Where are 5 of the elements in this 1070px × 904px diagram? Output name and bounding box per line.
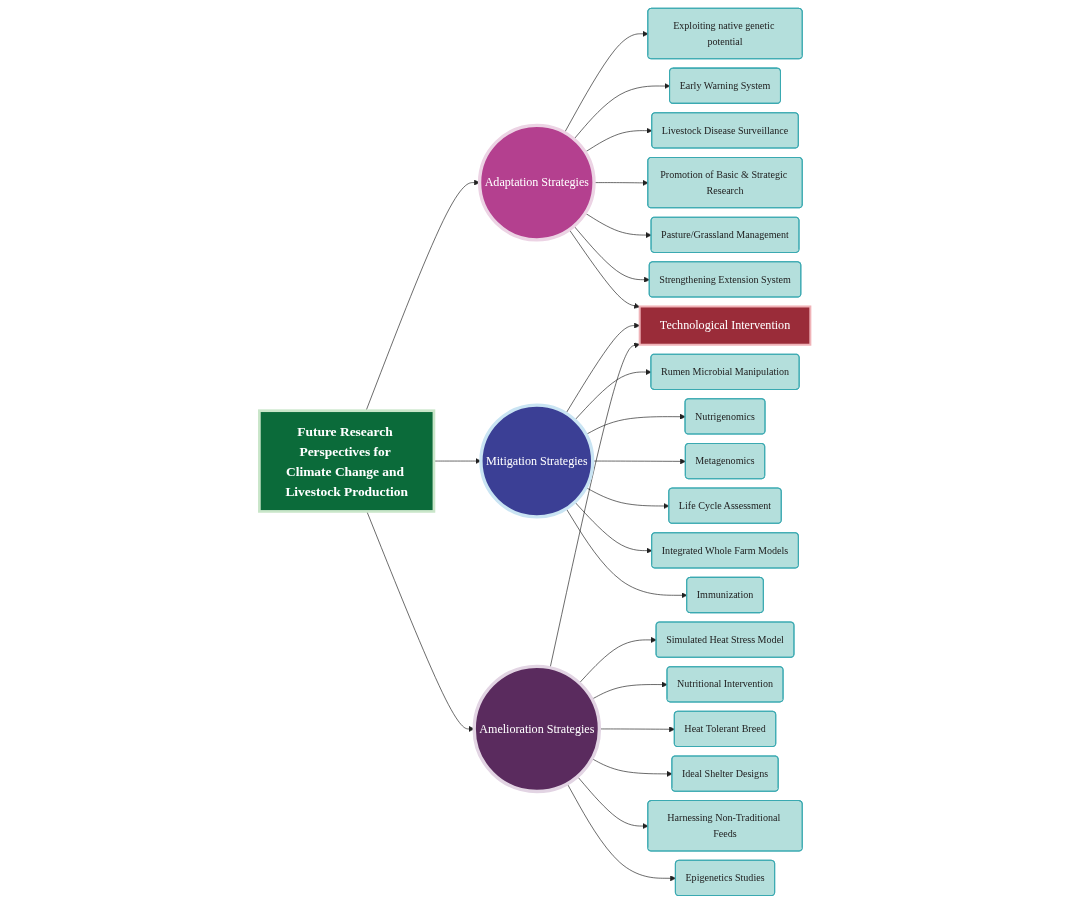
node-box: Future Research Perspectives for Climate Change and Livestock Production <box>258 409 436 513</box>
node-circle: Adaptation Strategies <box>478 123 596 242</box>
node-circle: Amelioration Strategies <box>472 664 602 794</box>
node-circle: Mitigation Strategies <box>479 403 595 519</box>
node-box: Technological Intervention <box>638 305 812 346</box>
